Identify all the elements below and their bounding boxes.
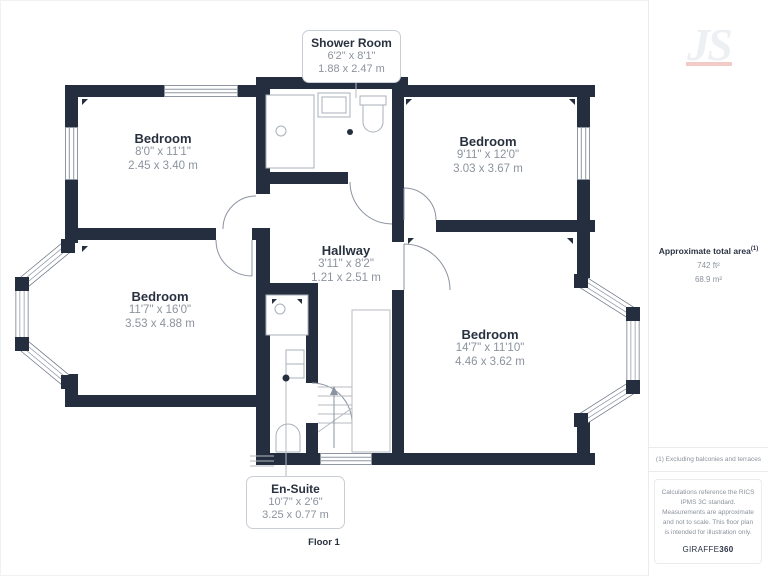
- room-dim-metric: 3.03 x 3.67 m: [453, 162, 523, 175]
- room-dim-imperial: 9'11" x 12'0": [456, 149, 520, 161]
- door-arc-shower-room: [349, 181, 393, 225]
- walls: [65, 77, 595, 465]
- door-arc-bedroom-top-right: [403, 187, 437, 221]
- room-name: Bedroom: [134, 131, 192, 146]
- disclaimer-box: Calculations reference the RICS IPMS 3C …: [654, 479, 762, 565]
- total-area-metric: 68.9 m²: [694, 275, 723, 284]
- floor-plan: Bedroom 8'0" x 11'1" 2.45 x 3.40 m Bedro…: [15, 30, 640, 548]
- disclaimer-text: Calculations reference the RICS IPMS 3C …: [661, 489, 755, 537]
- room-name: Bedroom: [461, 327, 519, 342]
- en-suite-fixtures: [265, 294, 309, 453]
- agency-logo: JS: [649, 19, 768, 70]
- room-label-bedroom-top-left: Bedroom 8'0" x 11'1" 2.45 x 3.40 m: [88, 131, 238, 173]
- giraffe360-brand: GIRAFFE360: [661, 545, 755, 554]
- windows: [65, 85, 590, 465]
- agency-logo-underline: [685, 62, 732, 66]
- info-sidebar: JS Approximate total area(1) 742 ft² 68.…: [648, 0, 768, 576]
- room-name: Hallway: [321, 243, 371, 258]
- room-dim-metric: 3.53 x 4.88 m: [125, 317, 195, 330]
- total-area-title: Approximate total area(1): [649, 246, 768, 256]
- brand-suffix: 360: [719, 545, 734, 555]
- shower-head-icon: [275, 125, 287, 137]
- stairs-up-arrow: [330, 386, 338, 395]
- bay-window-right: [577, 275, 640, 426]
- door-arc-en-suite: [311, 382, 353, 424]
- corner-markers: [82, 99, 575, 304]
- room-name: Shower Room: [311, 36, 392, 50]
- room-dim-imperial: 3'11" x 8'2": [318, 258, 374, 270]
- room-dim-imperial: 11'7" x 16'0": [128, 304, 192, 316]
- room-dim-metric: 1.88 x 2.47 m: [318, 63, 385, 75]
- room-dim-imperial: 14'7" x 11'10": [455, 342, 525, 354]
- room-label-bedroom-bottom-right: Bedroom 14'7" x 11'10" 4.46 x 3.62 m: [415, 327, 565, 369]
- shower-room-fixtures: [265, 92, 387, 169]
- room-dim-metric: 3.25 x 0.77 m: [262, 509, 329, 521]
- area-footnote: (1) Excluding balconies and terraces: [649, 447, 768, 472]
- floor-label: Floor 1: [308, 537, 340, 548]
- room-dim-imperial: 8'0" x 11'1": [135, 146, 191, 158]
- leader-lines: [282, 83, 357, 476]
- room-name: En-Suite: [271, 482, 320, 496]
- room-dim-imperial: 10'7" x 2'6": [268, 496, 323, 508]
- room-dim-metric: 2.45 x 3.40 m: [128, 159, 198, 172]
- callout-shower-room: Shower Room 6'2" x 8'1" 1.88 x 2.47 m: [302, 30, 401, 83]
- floor-plan-drawing: [15, 77, 640, 476]
- toilet-icon: [275, 423, 301, 453]
- bay-window-left: [15, 240, 73, 388]
- room-label-bedroom-top-right: Bedroom 9'11" x 12'0" 3.03 x 3.67 m: [413, 134, 563, 176]
- room-label-hallway: Hallway 3'11" x 8'2" 1.21 x 2.51 m: [271, 243, 421, 285]
- total-area-block: Approximate total area(1) 742 ft² 68.9 m…: [649, 246, 768, 284]
- room-dim-imperial: 6'2" x 8'1": [327, 50, 376, 62]
- room-dim-metric: 1.21 x 2.51 m: [311, 271, 381, 284]
- room-name: Bedroom: [131, 289, 189, 304]
- door-arc-bedroom-top-left: [222, 195, 257, 230]
- door-arc-bedroom-bottom-right: [403, 243, 451, 291]
- doors: [215, 181, 451, 424]
- stairs-icon: [317, 309, 391, 453]
- room-dim-metric: 4.46 x 3.62 m: [455, 355, 525, 368]
- door-stop-dot: [347, 129, 353, 135]
- bay-window-corners: [15, 239, 640, 427]
- total-area-title-text: Approximate total area: [658, 246, 751, 256]
- total-area-superscript: (1): [750, 246, 759, 253]
- door-arc-bedroom-left: [215, 239, 253, 277]
- exterior-steps: [250, 455, 274, 467]
- agency-logo-text: JS: [687, 19, 733, 70]
- shower-head-icon: [274, 303, 286, 315]
- toilet-icon: [359, 95, 387, 106]
- shower-cubicle-icon: [265, 94, 315, 169]
- room-label-bedroom-left: Bedroom 11'7" x 16'0" 3.53 x 4.88 m: [85, 289, 235, 331]
- brand-name: GIRAFFE: [682, 545, 720, 555]
- callout-en-suite: En-Suite 10'7" x 2'6" 3.25 x 0.77 m: [246, 476, 345, 529]
- room-name: Bedroom: [459, 134, 517, 149]
- total-area-imperial: 742 ft²: [697, 261, 720, 270]
